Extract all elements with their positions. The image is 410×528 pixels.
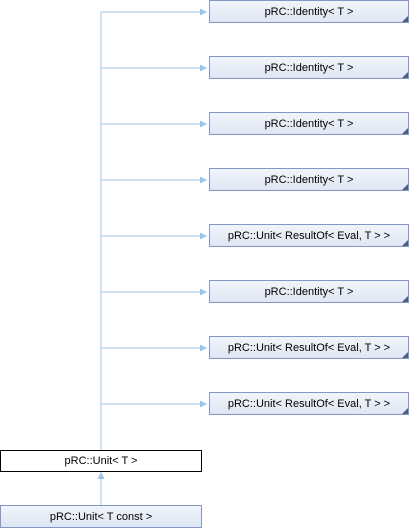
derived-class-node[interactable]: pRC::Unit< T const > (0, 505, 202, 528)
base-class-label: pRC::Identity< T > (264, 5, 354, 18)
current-class-label: pRC::Unit< T > (64, 455, 138, 467)
current-class-node: pRC::Unit< T > (0, 450, 202, 472)
base-class-label: pRC::Identity< T > (264, 285, 354, 298)
base-class-label: pRC::Identity< T > (264, 61, 354, 74)
base-class-label: pRC::Identity< T > (264, 117, 354, 130)
base-class-label: pRC::Unit< ResultOf< Eval, T > > (227, 341, 391, 354)
base-class-node-4[interactable]: pRC::Identity< T > (209, 168, 409, 191)
base-class-node-3[interactable]: pRC::Identity< T > (209, 112, 409, 135)
base-class-node-8[interactable]: pRC::Unit< ResultOf< Eval, T > > (209, 392, 409, 415)
base-class-node-7[interactable]: pRC::Unit< ResultOf< Eval, T > > (209, 336, 409, 359)
base-class-label: pRC::Unit< ResultOf< Eval, T > > (227, 397, 391, 410)
derived-class-label: pRC::Unit< T const > (49, 510, 153, 523)
base-class-label: pRC::Unit< ResultOf< Eval, T > > (227, 229, 391, 242)
base-class-node-5[interactable]: pRC::Unit< ResultOf< Eval, T > > (209, 224, 409, 247)
base-class-label: pRC::Identity< T > (264, 173, 354, 186)
base-class-node-2[interactable]: pRC::Identity< T > (209, 56, 409, 79)
base-class-node-6[interactable]: pRC::Identity< T > (209, 280, 409, 303)
base-class-node-1[interactable]: pRC::Identity< T > (209, 0, 409, 23)
